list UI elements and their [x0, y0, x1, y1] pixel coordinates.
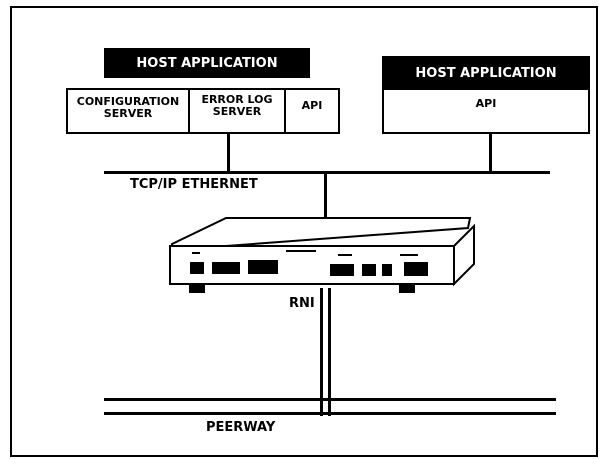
port-2: [212, 262, 240, 274]
rni-downlink-line-b: [328, 288, 331, 416]
rni-side-face: [453, 223, 475, 287]
host1-header: HOST APPLICATION: [104, 48, 310, 78]
port-6: [382, 264, 392, 276]
marking-2: [286, 250, 316, 252]
host1-drop-line: [227, 134, 230, 172]
peerway-line-bottom: [104, 412, 556, 415]
port-5: [362, 264, 376, 276]
ethernet-line: [104, 171, 550, 174]
rni-foot-left: [189, 283, 205, 293]
error-log-server-box: ERROR LOG SERVER: [188, 88, 286, 134]
port-4: [330, 264, 354, 276]
ethernet-label: TCP/IP ETHERNET: [130, 177, 258, 192]
port-3: [248, 260, 278, 274]
marking-1: [192, 252, 200, 254]
rni-uplink-line: [324, 174, 327, 218]
rni-downlink-line-a: [320, 288, 323, 416]
host1-api-box: API: [284, 88, 340, 134]
marking-3: [338, 254, 352, 256]
marking-4: [400, 254, 418, 256]
peerway-label: PEERWAY: [206, 420, 276, 435]
host2-api-box: API: [382, 88, 590, 134]
rni-label: RNI: [289, 296, 315, 311]
host2-drop-line: [489, 134, 492, 172]
port-1: [190, 262, 204, 274]
port-7: [404, 262, 428, 276]
host2-header: HOST APPLICATION: [382, 56, 590, 90]
peerway-line-top: [104, 398, 556, 401]
rni-foot-right: [399, 283, 415, 293]
